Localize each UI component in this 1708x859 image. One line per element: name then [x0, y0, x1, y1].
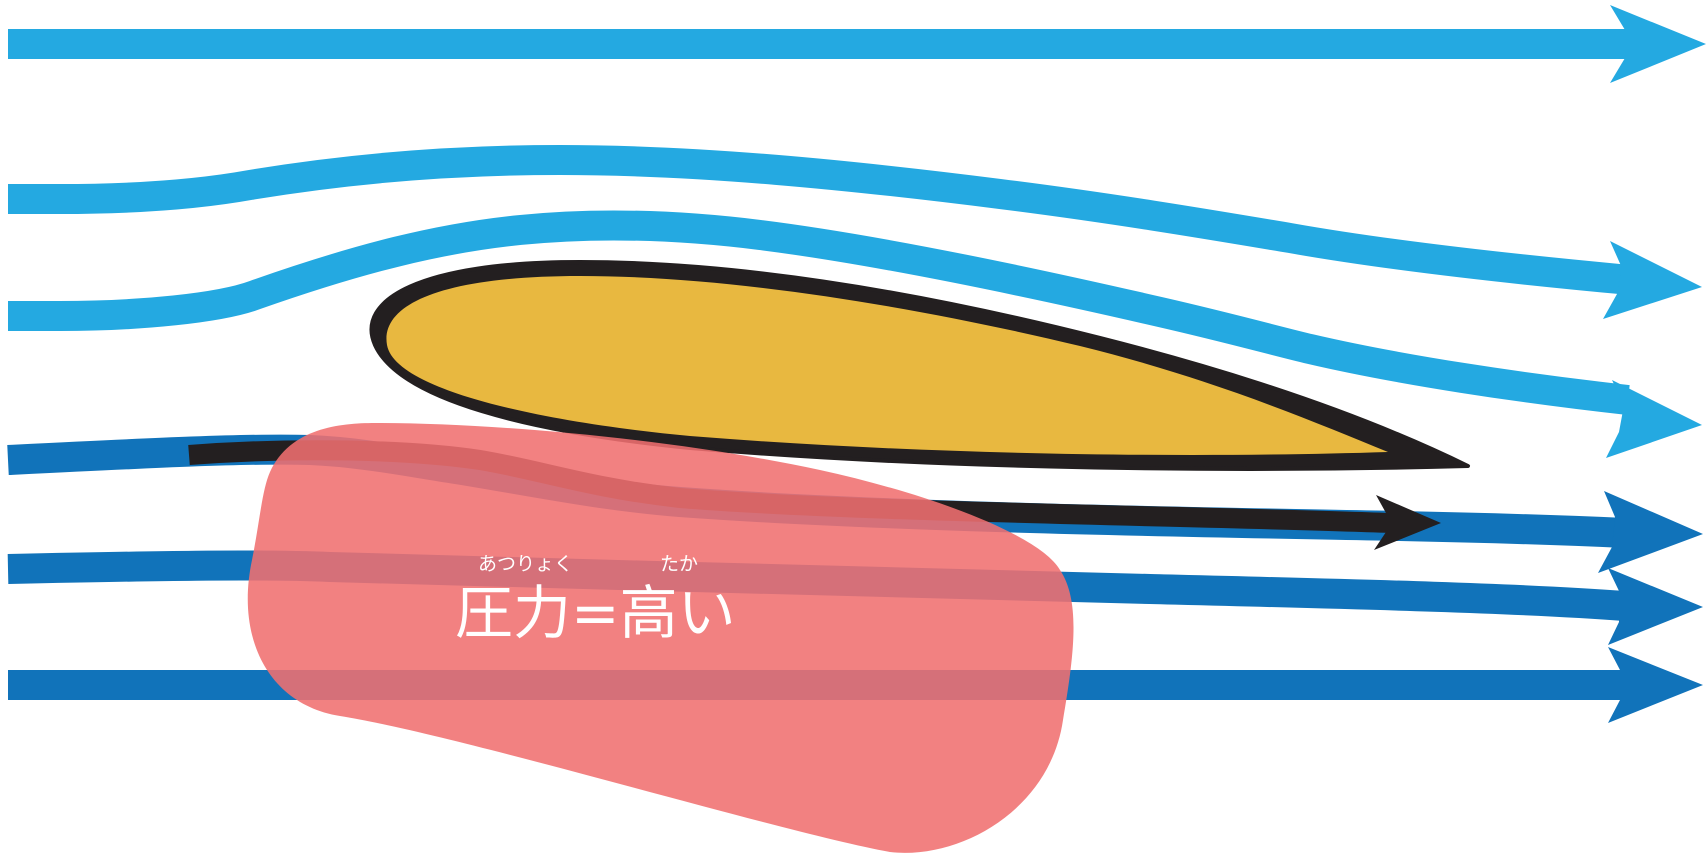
streamline-upper-2	[8, 144, 1632, 295]
airfoil-underside-arrowhead	[1374, 495, 1441, 550]
pressure-label: あつりょく たか 圧力=高い	[455, 553, 736, 647]
airfoil-body	[386, 276, 1388, 455]
ruby-pressure: あつりょく	[478, 553, 573, 575]
arrowhead-bottom	[1608, 647, 1703, 723]
ruby-high: たか	[660, 553, 698, 575]
arrowhead-top	[1610, 5, 1706, 83]
arrowhead-lower-1	[1598, 491, 1703, 573]
streamline-upper-3	[8, 210, 1630, 415]
upper-streamlines	[8, 29, 1632, 415]
upper-arrowheads	[1603, 5, 1706, 458]
lower-arrowheads	[1598, 491, 1703, 723]
arrowhead-upper-2	[1603, 241, 1702, 319]
arrowhead-lower-2	[1608, 568, 1703, 645]
pressure-high-label: 圧力=高い	[455, 579, 736, 647]
arrowhead-upper-3	[1606, 380, 1702, 458]
high-pressure-zone	[247, 423, 1074, 853]
